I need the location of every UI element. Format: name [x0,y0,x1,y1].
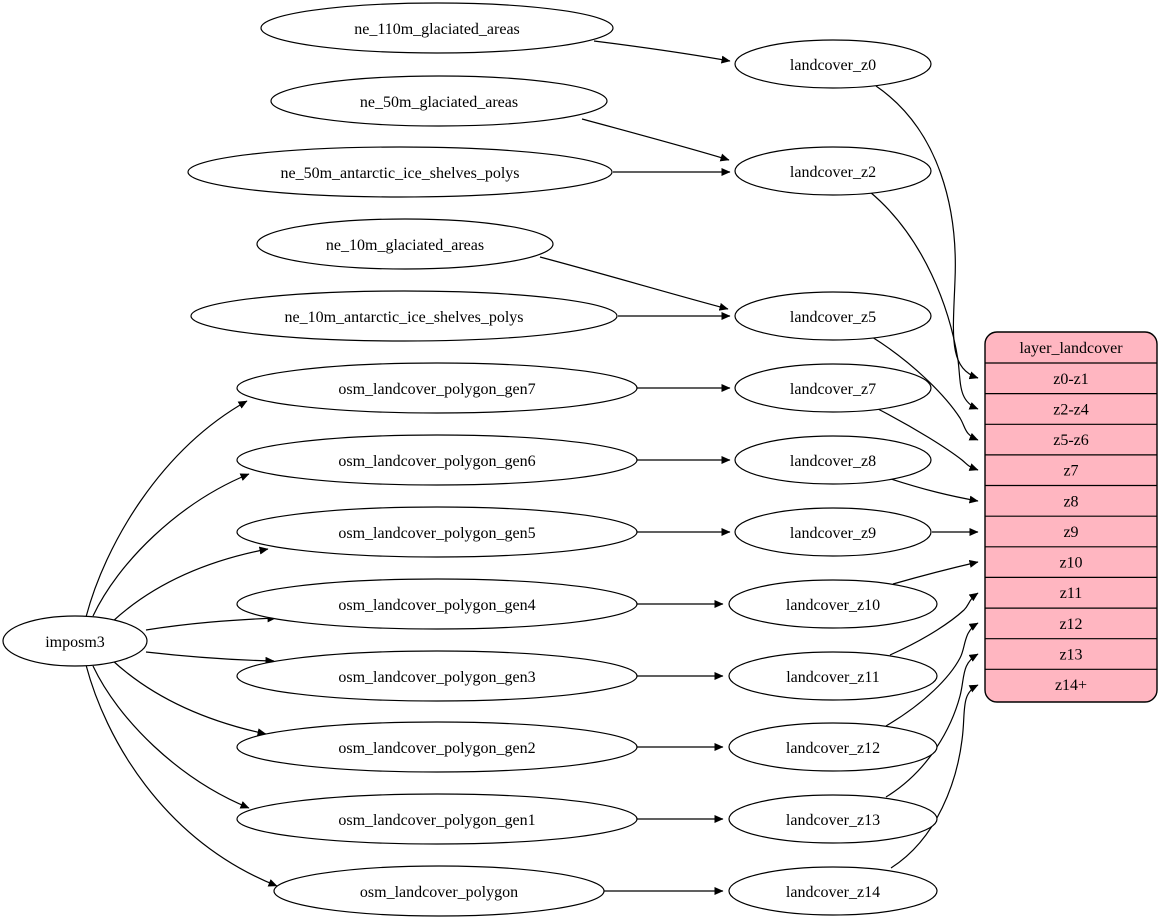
table-row-z7: z7 [1063,463,1078,480]
node-label: osm_landcover_polygon [360,884,518,901]
node-imposm3: imposm3 [2,615,148,667]
node-ne-50m-glaciated-areas: ne_50m_glaciated_areas [270,75,608,127]
node-ne-110m-glaciated-areas: ne_110m_glaciated_areas [260,2,614,54]
edge-imposm3-to-osm-landcover-polygon-gen1 [92,665,250,809]
node-osm-landcover-polygon-gen2: osm_landcover_polygon_gen2 [236,721,638,773]
edge-imposm3-to-osm-landcover-polygon-gen6 [92,473,250,617]
node-osm-landcover-polygon-gen7: osm_landcover_polygon_gen7 [236,362,638,414]
table-row-z12: z12 [1059,616,1082,633]
node-label: landcover_z8 [790,453,876,470]
node-landcover-z14: landcover_z14 [728,866,938,916]
edge-ne-50m-glaciated-areas-to-landcover-z2 [581,118,730,162]
node-ne-50m-antarctic-ice-shelves-polys: ne_50m_antarctic_ice_shelves_polys [187,146,613,198]
edge-imposm3-to-osm-landcover-polygon-gen3 [145,651,275,665]
node-label: osm_landcover_polygon_gen4 [338,597,535,614]
node-label: imposm3 [45,634,105,651]
edge-ne-110m-glaciated-areas-to-landcover-z0 [593,40,731,64]
node-ne-10m-antarctic-ice-shelves-polys: ne_10m_antarctic_ice_shelves_polys [190,290,618,342]
table-row-z8: z8 [1063,494,1078,511]
edge-landcover-z10-to-row-z10 [892,560,979,585]
table-row-z0-z1: z0-z1 [1053,371,1089,388]
node-label: osm_landcover_polygon_gen3 [338,669,535,686]
edge-landcover-z7-to-row-z7 [877,408,979,471]
node-landcover-z2: landcover_z2 [734,146,932,196]
node-landcover-z10: landcover_z10 [728,579,938,629]
edge-imposm3-to-osm-landcover-polygon-gen7 [85,400,248,618]
node-landcover-z8: landcover_z8 [734,435,932,485]
node-label: ne_110m_glaciated_areas [354,21,520,38]
node-label: osm_landcover_polygon_gen2 [338,740,535,757]
node-label: osm_landcover_polygon_gen6 [338,453,535,470]
table-row-z10: z10 [1059,555,1082,572]
edge-ne-10m-glaciated-areas-to-landcover-z5 [539,256,729,311]
node-osm-landcover-polygon-gen3: osm_landcover_polygon_gen3 [236,650,638,702]
table-row-z11: z11 [1060,585,1083,602]
edge-landcover-z12-to-row-z12 [885,622,979,727]
node-label: ne_10m_glaciated_areas [326,237,484,254]
node-label: landcover_z13 [786,812,880,829]
node-osm-landcover-polygon-gen5: osm_landcover_polygon_gen5 [236,506,638,558]
edge-imposm3-to-osm-landcover-polygon [85,664,278,887]
edge-imposm3-to-osm-landcover-polygon-gen5 [111,546,269,623]
node-label: landcover_z11 [786,669,880,686]
edges-group [85,40,979,895]
edge-landcover-z11-to-row-z11 [889,592,979,656]
table-layer-landcover: layer_landcover z0-z1 z2-z4 z5-z6 z7 z8 … [984,331,1158,703]
edge-imposm3-to-osm-landcover-polygon-gen4 [145,614,277,631]
node-label: landcover_z9 [790,525,876,542]
node-landcover-z0: landcover_z0 [734,39,932,89]
edge-landcover-z2-to-row-z2-z4 [869,191,979,410]
table-title: layer_landcover [1019,340,1123,357]
node-landcover-z11: landcover_z11 [728,651,938,701]
node-label: landcover_z14 [786,884,880,901]
table-row-z13: z13 [1059,647,1082,664]
node-osm-landcover-polygon-gen6: osm_landcover_polygon_gen6 [236,434,638,486]
node-label: ne_50m_antarctic_ice_shelves_polys [280,165,519,182]
edge-imposm3-to-osm-landcover-polygon-gen2 [111,659,267,737]
node-ne-10m-glaciated-areas: ne_10m_glaciated_areas [256,218,554,270]
node-landcover-z13: landcover_z13 [728,794,938,844]
node-landcover-z12: landcover_z12 [728,722,938,772]
edge-landcover-z5-to-row-z5-z6 [871,336,979,441]
node-osm-landcover-polygon-gen1: osm_landcover_polygon_gen1 [236,793,638,845]
node-label: landcover_z5 [790,309,876,326]
table-row-z14plus: z14+ [1055,677,1087,694]
node-label: osm_landcover_polygon_gen7 [338,381,535,398]
table-row-z5-z6: z5-z6 [1053,432,1089,449]
edge-landcover-z13-to-row-z13 [885,653,979,798]
node-osm-landcover-polygon-gen4: osm_landcover_polygon_gen4 [236,578,638,630]
node-label: osm_landcover_polygon_gen1 [338,812,535,829]
node-label: landcover_z2 [790,164,876,181]
node-label: landcover_z0 [790,57,876,74]
node-label: landcover_z7 [790,381,876,398]
node-label: ne_10m_antarctic_ice_shelves_polys [284,309,523,326]
node-landcover-z9: landcover_z9 [734,507,932,557]
edge-landcover-z14-to-row-z14plus [890,684,979,869]
node-label: landcover_z10 [786,597,880,614]
node-landcover-z5: landcover_z5 [734,291,932,341]
node-label: osm_landcover_polygon_gen5 [338,525,535,542]
node-label: landcover_z12 [786,740,880,757]
table-row-z9: z9 [1063,524,1078,541]
node-landcover-z7: landcover_z7 [734,363,932,413]
node-label: ne_50m_glaciated_areas [360,94,518,111]
node-osm-landcover-polygon: osm_landcover_polygon [273,865,605,917]
edge-landcover-z8-to-row-z8 [887,477,979,504]
table-row-z2-z4: z2-z4 [1053,402,1089,419]
